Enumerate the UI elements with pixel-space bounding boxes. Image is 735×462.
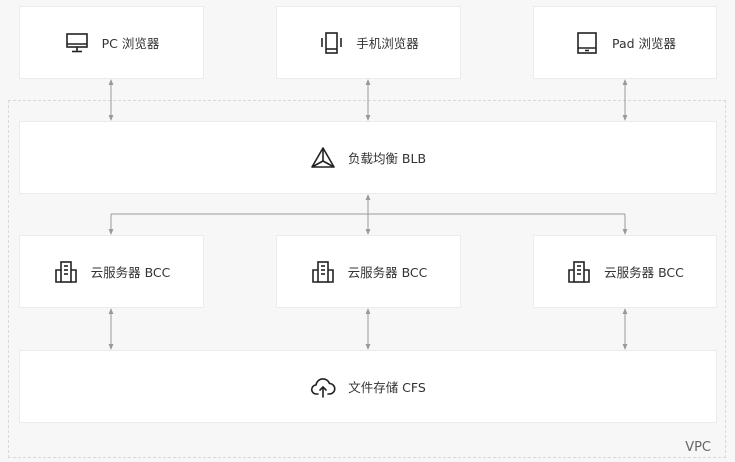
pad-browser-label: Pad 浏览器 <box>611 36 677 51</box>
server-node-1: 云服务器 BCC <box>19 235 204 308</box>
file-storage-label: 文件存储 CFS <box>348 380 426 395</box>
load-balancer-icon <box>310 145 336 171</box>
server-icon <box>53 259 79 285</box>
load-balancer-node: 负载均衡 BLB <box>19 121 717 194</box>
cloud-upload-icon <box>310 374 336 400</box>
mobile-browser-node: 手机浏览器 <box>276 6 461 79</box>
server-node-3: 云服务器 BCC <box>533 235 717 308</box>
server-node-2: 云服务器 BCC <box>276 235 461 308</box>
load-balancer-label: 负载均衡 BLB <box>347 151 427 166</box>
server-label-1: 云服务器 BCC <box>90 265 171 280</box>
mobile-phone-icon <box>318 30 344 56</box>
server-icon <box>310 259 336 285</box>
pc-browser-label: PC 浏览器 <box>101 36 160 51</box>
tablet-icon <box>574 30 600 56</box>
file-storage-node: 文件存储 CFS <box>19 350 717 423</box>
pc-browser-node: PC 浏览器 <box>19 6 204 79</box>
pad-browser-node: Pad 浏览器 <box>533 6 717 79</box>
server-label-3: 云服务器 BCC <box>604 265 684 280</box>
monitor-icon <box>64 30 90 56</box>
vpc-label: VPC <box>685 440 711 455</box>
mobile-browser-label: 手机浏览器 <box>356 36 419 51</box>
server-icon <box>566 259 592 285</box>
server-label-2: 云服务器 BCC <box>347 265 428 280</box>
